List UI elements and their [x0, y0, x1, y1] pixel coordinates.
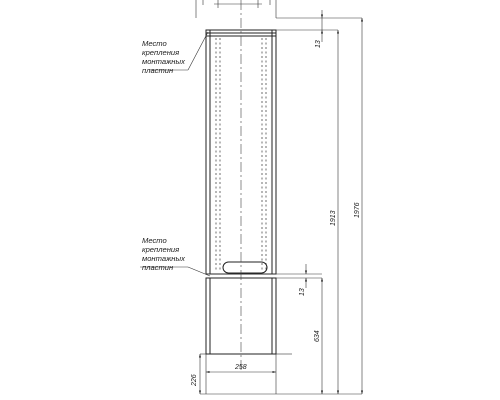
top-extension-lines: [195, 0, 277, 18]
callout-top-line-4: пластин: [142, 66, 174, 75]
dim-634: 634: [314, 330, 321, 342]
callout-bottom-line-2: крепления: [142, 245, 179, 254]
callout-bottom-line-3: монтажных: [142, 254, 186, 263]
callout-bottom-line-1: Место: [142, 236, 167, 245]
dimension-lines: [198, 10, 364, 394]
callout-top-line-1: Место: [142, 39, 167, 48]
callout-top-line-2: крепления: [142, 48, 179, 57]
dim-13-top: 13: [315, 40, 322, 48]
callout-bottom-line-4: пластин: [142, 263, 174, 272]
right-extension-lines: [200, 17, 362, 395]
bottom-extension-lines: [200, 353, 277, 394]
upper-cabinet: [205, 29, 277, 279]
dim-226: 226: [191, 374, 198, 387]
dim-1976: 1976: [354, 202, 361, 218]
dim-1913: 1913: [330, 210, 337, 226]
callout-bottom: Место крепления монтажных пластин: [142, 236, 186, 272]
handle-slot: [222, 261, 268, 274]
callout-leaders: [140, 31, 211, 277]
callout-top: Место крепления монтажных пластин: [142, 39, 186, 75]
callout-top-line-3: монтажных: [142, 57, 186, 66]
dim-13-bottom: 13: [299, 288, 306, 296]
dim-258: 258: [234, 364, 247, 371]
